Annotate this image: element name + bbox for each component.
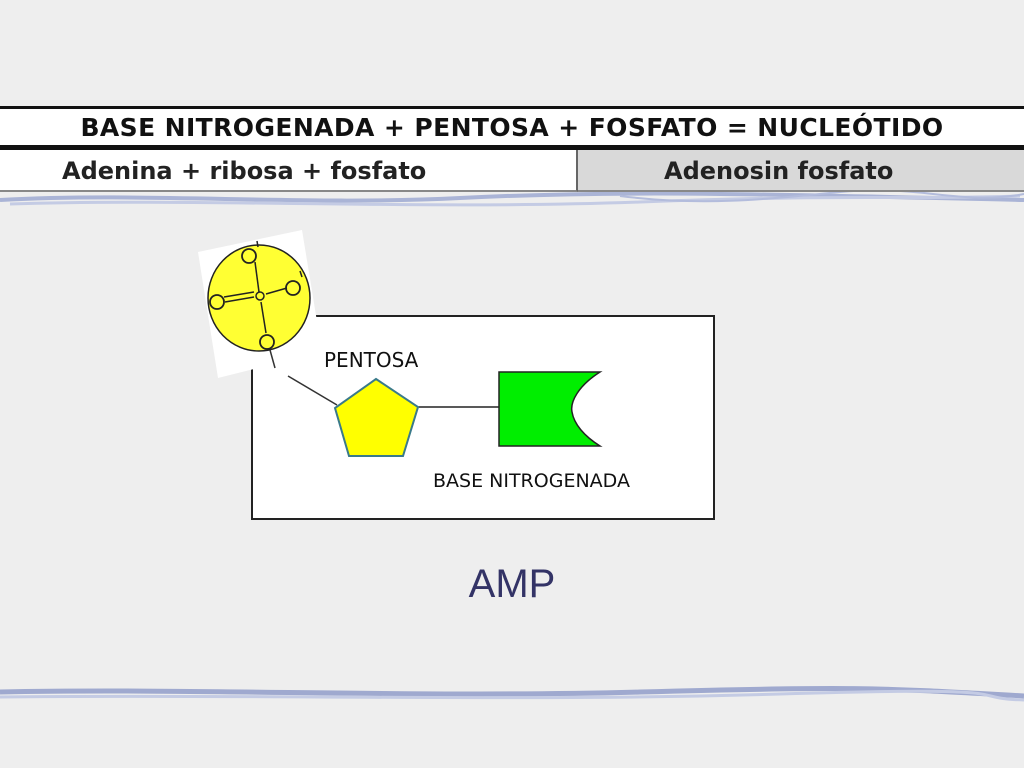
header-wave-decoration-3 <box>619 189 1024 203</box>
phosphorus-atom-dot <box>255 291 265 301</box>
phosphate-double-bond-a <box>223 291 255 298</box>
diagram-frame <box>251 315 715 520</box>
nitrogenous-base-shape <box>498 371 603 447</box>
oxygen-atom-left <box>209 294 225 310</box>
pentose-pentagon <box>333 377 420 457</box>
phosphate-pentose-bond <box>287 375 338 406</box>
phosphate-group <box>207 244 311 352</box>
pentose-label: PENTOSA <box>324 348 419 372</box>
subtitle-right-cell: Adenosin fosfato <box>578 150 1024 192</box>
phosphate-double-bond-b <box>224 296 255 303</box>
oxygen-atom-bottom <box>259 334 275 350</box>
oxygen-atom-right <box>285 280 301 296</box>
subtitle-left-cell: Adenina + ribosa + fosfato <box>0 150 578 192</box>
page-title: BASE NITROGENADA + PENTOSA + FOSFATO = N… <box>80 113 944 142</box>
title-bar: BASE NITROGENADA + PENTOSA + FOSFATO = N… <box>0 106 1024 150</box>
header-wave-decoration-2 <box>9 194 1021 207</box>
footer-wave-decoration-2 <box>0 689 1024 702</box>
subtitle-left: Adenina + ribosa + fosfato <box>62 157 427 185</box>
phosphate-bond-top <box>254 261 260 293</box>
oxygen-atom-top <box>241 248 257 264</box>
charge-tick-top <box>256 240 259 248</box>
caption-amp: AMP <box>468 562 556 606</box>
subtitle-right: Adenosin fosfato <box>664 157 894 185</box>
charge-tick-right <box>299 270 303 278</box>
phosphate-tail-bond <box>269 349 276 369</box>
phosphate-bond-bottom <box>260 301 267 334</box>
footer-wave-decoration <box>0 686 1024 699</box>
phosphate-bond-right <box>265 287 288 295</box>
base-label: BASE NITROGENADA <box>433 470 630 492</box>
